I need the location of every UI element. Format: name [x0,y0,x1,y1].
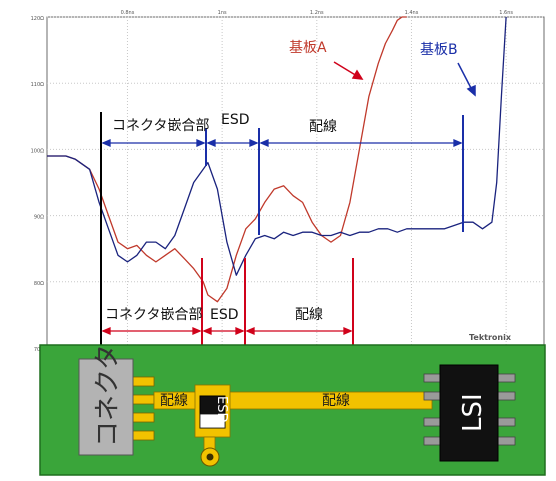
lsi-pins [423,373,516,446]
series-line-board-a [47,16,407,303]
y-tick-label: 120Ω [31,16,45,22]
label-red-esd: ESD [210,307,239,323]
red-section-arrows [101,327,353,335]
arrow-board-a [333,61,364,80]
trace-label-left: 配線 [160,393,188,409]
plot-frame [46,16,545,349]
y-tick-label: 90Ω [34,215,44,221]
lsi-chip [439,364,499,462]
x-tick-label: 1.4ns [405,10,419,16]
brand-logo: Tektronix [469,333,512,342]
esd-device-marking [199,413,226,429]
x-tick-label: 1ns [218,10,227,16]
y-tick-label: 70Ω [34,347,44,353]
series-lines [47,16,507,303]
connector-body [78,358,134,456]
x-tick-label: 1.6ns [499,10,513,16]
label-board-a: 基板A [289,39,327,56]
y-tick-label: 80Ω [34,281,44,287]
label-red-connector: コネクタ嵌合部 [105,307,202,323]
esd-label: ESD [214,396,229,422]
trace-label-right: 配線 [322,393,350,409]
y-tick-label: 100Ω [31,148,45,154]
connector-label: コネクタ [93,344,123,447]
label-blue-connector: コネクタ嵌合部 [112,118,209,134]
series-line-board-b [47,16,507,276]
x-tick-label: 0.8ns [121,10,135,16]
x-tick-label: 1.2ns [310,10,324,16]
blue-section-arrows [101,139,463,147]
esd-ground-via-hole [206,453,214,461]
lsi-label: LSI [458,393,488,432]
label-red-wiring: 配線 [295,307,323,323]
x-axis-ticks: 0.8ns 1ns 1.2ns 1.4ns 1.6ns [121,10,514,16]
y-tick-label: 110Ω [31,82,45,88]
label-blue-wiring: 配線 [309,119,337,135]
y-axis-ticks: 120Ω 110Ω 100Ω 90Ω 80Ω 70Ω [31,16,45,353]
arrow-board-b [457,62,476,97]
label-blue-esd: ESD [221,112,250,128]
label-board-b: 基板B [420,41,458,58]
